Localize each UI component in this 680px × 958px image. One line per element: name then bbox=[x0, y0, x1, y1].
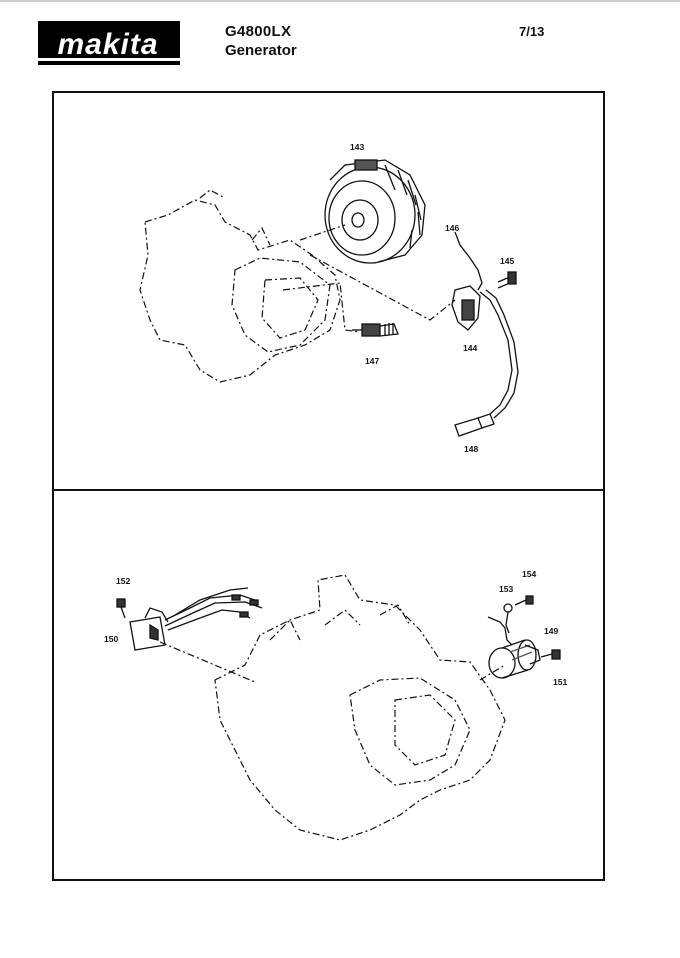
part-label-144: 144 bbox=[463, 343, 478, 353]
product-name: Generator bbox=[225, 42, 297, 59]
exploded-parts-diagram bbox=[116, 159, 561, 841]
part-label-145: 145 bbox=[500, 256, 515, 266]
part-label-153: 153 bbox=[499, 584, 514, 594]
part-label-151: 151 bbox=[553, 677, 568, 687]
top-rule bbox=[0, 0, 680, 2]
svg-text:makita: makita bbox=[57, 28, 158, 61]
part-label-148: 148 bbox=[464, 444, 479, 454]
diagram-frame bbox=[52, 91, 605, 881]
part-label-146: 146 bbox=[445, 223, 460, 233]
part-label-147: 147 bbox=[365, 356, 380, 366]
model-number: G4800LX bbox=[225, 23, 292, 40]
part-label-149: 149 bbox=[544, 626, 559, 636]
part-label-143: 143 bbox=[350, 142, 365, 152]
section-divider bbox=[52, 489, 605, 491]
part-label-152: 152 bbox=[116, 576, 131, 586]
part-label-150: 150 bbox=[104, 634, 119, 644]
makita-logo: makita bbox=[38, 21, 180, 65]
part-label-154: 154 bbox=[522, 569, 537, 579]
page-number: 7/13 bbox=[519, 24, 545, 39]
